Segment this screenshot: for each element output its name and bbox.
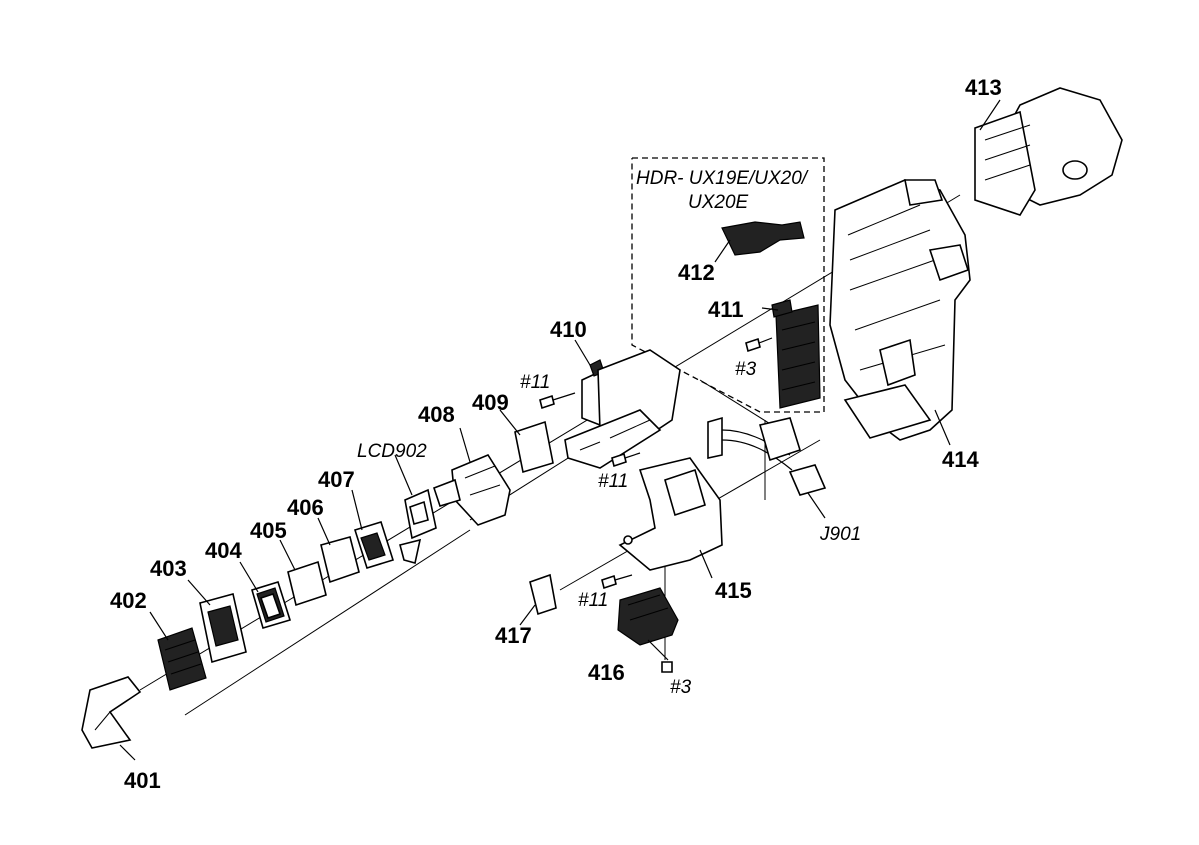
label-402: 402 [110, 588, 147, 613]
label-411: 411 [708, 297, 744, 322]
part-401-cover [81, 676, 142, 749]
label-415: 415 [715, 578, 752, 603]
part-416-shield [617, 587, 679, 646]
part-413-hood [974, 87, 1123, 216]
label-410: 410 [550, 317, 587, 342]
label-404: 404 [205, 538, 242, 563]
part-409-sheet [514, 420, 554, 474]
part-403-frame [199, 593, 247, 664]
part-411-board [771, 299, 821, 409]
variant-title-line2: UX20E [688, 192, 749, 213]
leader-lines [119, 99, 1001, 761]
screw-icon [539, 337, 773, 673]
label-413: 413 [965, 75, 1002, 100]
part-417-plate [529, 573, 557, 616]
label-405: 405 [250, 518, 287, 543]
label-screw-3-a: #3 [735, 359, 757, 380]
label-407: 407 [318, 467, 355, 492]
label-lcd902: LCD902 [357, 441, 427, 462]
part-404-ring [251, 581, 292, 629]
label-406: 406 [287, 495, 324, 520]
label-screw-3-b: #3 [670, 677, 692, 698]
part-main-bracket [564, 349, 681, 469]
label-401: 401 [124, 768, 161, 793]
part-408-bracket [432, 454, 511, 526]
part-405-sheet [287, 560, 327, 607]
part-412-ribbon [721, 221, 805, 256]
label-417: 417 [495, 623, 532, 648]
label-416: 416 [588, 660, 625, 685]
part-lcd902 [399, 488, 437, 564]
variant-box: HDR- UX19E/UX20/ UX20E [631, 157, 825, 413]
label-409: 409 [472, 390, 509, 415]
label-412: 412 [678, 260, 715, 285]
part-j901-connector [707, 416, 827, 496]
label-403: 403 [150, 556, 187, 581]
part-407-frame [353, 521, 395, 569]
part-406-sheet [320, 536, 360, 584]
label-screw-11-c: #11 [578, 590, 608, 611]
variant-title-line1: HDR- UX19E/UX20/ [636, 168, 809, 189]
part-414-chassis [829, 179, 971, 441]
part-415-plate [618, 457, 723, 571]
part-402-block [157, 627, 207, 691]
label-414: 414 [942, 447, 979, 472]
label-408: 408 [418, 402, 455, 427]
label-j901: J901 [819, 524, 861, 545]
label-screw-11-a: #11 [520, 372, 550, 393]
label-screw-11-b: #11 [598, 471, 628, 492]
